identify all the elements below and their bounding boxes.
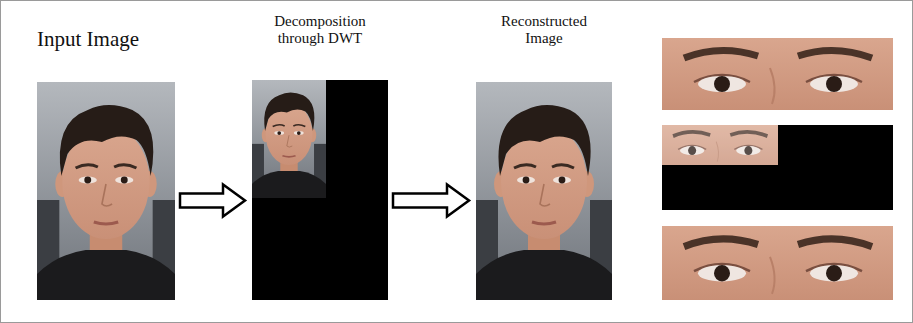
eyes-brighten [662,125,778,165]
dwt-approximation [252,80,326,198]
reconstructed-eyes [662,226,893,300]
panel-heading: Decomposition through DWT [260,13,380,47]
input-photo [37,82,175,300]
image-panel: Input Image [37,82,175,300]
reconstructed-photo [476,82,612,300]
block-arrow [180,185,245,217]
image-panel: Decomposition through DWT [252,80,388,300]
input-eyes [662,38,893,110]
eyes-approximation [662,125,778,165]
panel-heading: Input Image [37,28,139,52]
block-arrow [393,185,469,217]
eyes-subbands [662,125,893,210]
panel-heading: Reconstructed Image [484,13,604,47]
image-panel: Reconstructed Image [476,82,612,300]
dwt-subbands [252,80,388,300]
